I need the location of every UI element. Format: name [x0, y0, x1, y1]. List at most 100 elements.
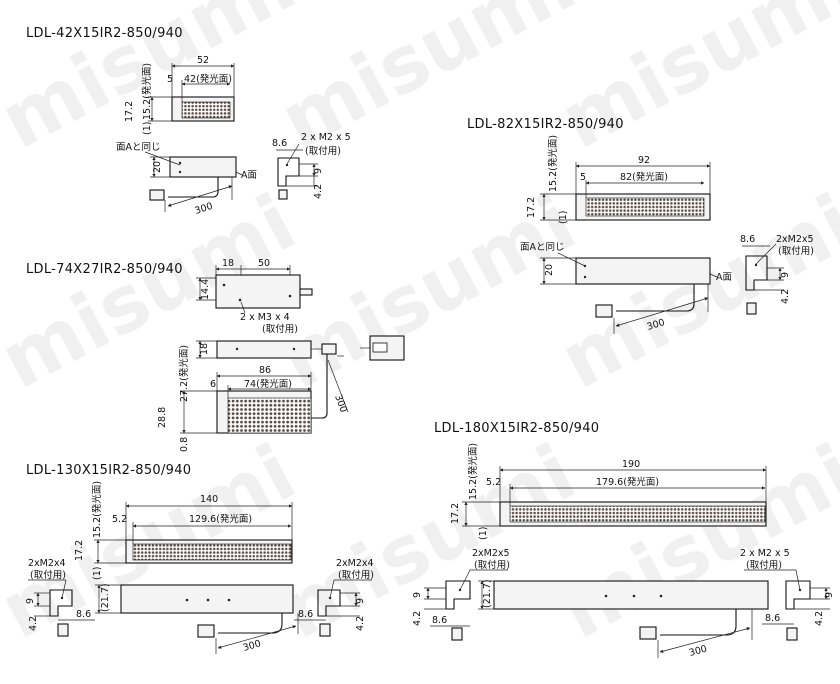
connector	[197, 624, 215, 638]
label-face-a: A面	[716, 272, 732, 283]
connector	[595, 304, 613, 318]
side-connector	[278, 189, 288, 200]
model-title: LDL-74X27IR2-850/940	[26, 262, 183, 277]
label-screw: 2xM2x4	[28, 558, 66, 569]
side-bracket	[745, 255, 768, 291]
dim-side-base: 4.2	[355, 616, 366, 631]
dim-side-height: 9	[780, 272, 791, 278]
dim-side-base: 4.2	[814, 611, 825, 626]
dim-offset: 5.2	[486, 477, 501, 488]
light-body-side	[216, 340, 312, 359]
label-mount: (取付用)	[338, 570, 374, 581]
model-180-drawing: LDL-180X15IR2-850/940 190 5.2 179.6(発光面)…	[412, 421, 835, 659]
dim-depth: 18	[199, 343, 210, 355]
model-130-drawing: LDL-130X15IR2-850/940 140 5.2 129.6(発光面)…	[25, 463, 374, 654]
dim-depth: (21.7)	[100, 583, 111, 612]
dim-side-base: 4.2	[780, 289, 791, 304]
label-screw: 2xM2x4	[336, 558, 374, 569]
cable-stub	[299, 288, 313, 296]
watermark-text: misumi	[267, 428, 590, 657]
label-same-face: 面Aと同じ	[520, 242, 565, 253]
watermark-text: misumi	[267, 178, 590, 407]
label-screw: 2xM2x5	[472, 548, 510, 559]
dim-emit: 42(発光面)	[184, 73, 232, 85]
label-screw: 2 x M2 x 5	[740, 548, 790, 559]
model-title: LDL-42X15IR2-850/940	[26, 26, 183, 41]
dim-base: 0.8	[179, 437, 190, 452]
led-emitting-area	[181, 101, 231, 119]
cable-path	[168, 177, 219, 198]
dim-cable: 300	[646, 317, 667, 333]
led-emitting-area	[509, 505, 766, 523]
dim-base: (1)	[558, 211, 569, 224]
side-bracket	[277, 157, 300, 187]
connector	[639, 626, 657, 640]
dim-height: 17.2	[450, 503, 461, 524]
dim-cable: 300	[688, 644, 708, 659]
model-82-drawing: LDL-82X15IR2-850/940 92 5 82(発光面) 17.2 1…	[467, 117, 814, 334]
model-title: LDL-82X15IR2-850/940	[467, 117, 624, 132]
connector	[321, 343, 337, 355]
dim-cable: 300	[194, 201, 215, 217]
model-title: LDL-130X15IR2-850/940	[26, 463, 191, 478]
dim-side-base: 4.2	[313, 184, 324, 199]
side-bracket-right	[785, 580, 811, 610]
dim-side-width: 8.6	[432, 615, 447, 626]
dim-offset: 5.2	[112, 514, 127, 525]
dim-side-width: 8.6	[740, 234, 755, 245]
label-same-face: 面Aと同じ	[116, 142, 161, 153]
led-emitting-area	[585, 197, 705, 217]
dim-height: 17.2	[124, 101, 135, 122]
dim-side-width: 8.6	[272, 138, 287, 149]
cable-path	[311, 354, 328, 419]
watermark-text: misumi	[547, 428, 840, 657]
connector	[149, 189, 165, 201]
dim-offset: 6	[210, 379, 216, 390]
dim-overall: 92	[638, 155, 650, 166]
label-face-a: A面	[241, 170, 257, 181]
dim-emit: 74(発光面)	[244, 378, 292, 390]
dim-emit: 129.6(発光面)	[189, 513, 252, 525]
light-body-top	[120, 584, 294, 614]
dim-emit: 179.6(発光面)	[596, 476, 659, 488]
dim-emit-height: 15.2(発光面)	[141, 63, 153, 120]
dim-depth: (21.7)	[482, 579, 493, 608]
label-mount: (取付用)	[778, 246, 814, 257]
side-connector-right	[319, 623, 331, 637]
side-connector-left	[57, 623, 69, 637]
dim-side-height: 9	[25, 598, 36, 604]
dim-side-width: 8.6	[76, 609, 91, 620]
dim-overall: 190	[622, 459, 640, 470]
dim-side-width: 8.6	[765, 613, 780, 624]
dim-depth: 20	[544, 264, 555, 276]
light-body-top	[169, 156, 237, 178]
dim-emit-height: 15.2(発光面)	[467, 443, 479, 500]
dim-cable: 300	[332, 393, 349, 414]
light-body-top	[493, 580, 769, 610]
dim-overall: 86	[259, 365, 271, 376]
side-bracket-right	[317, 589, 341, 617]
dim-base: (1)	[478, 527, 489, 540]
led-emitting-area	[227, 397, 312, 434]
label-mount: (取付用)	[262, 324, 298, 335]
label-mount: (取付用)	[305, 146, 341, 157]
dim-side-height: 9	[824, 592, 835, 598]
dim-top-h: 14.4	[200, 279, 211, 300]
dim-height: 17.2	[74, 540, 85, 561]
side-connector-left	[451, 627, 463, 641]
dim-emit-height: 15.2(発光面)	[91, 481, 103, 538]
dim-emit-height: 15.2(発光面)	[547, 135, 559, 192]
dim-side-height: 9	[355, 598, 366, 604]
label-mount: (取付用)	[746, 560, 782, 571]
label-mount: (取付用)	[474, 560, 510, 571]
model-title: LDL-180X15IR2-850/940	[434, 421, 599, 436]
dim-base: (1)	[92, 567, 103, 580]
side-bracket-left	[445, 580, 471, 610]
dim-overall: 140	[200, 494, 218, 505]
dim-side-height: 9	[412, 592, 423, 598]
cable-path	[218, 613, 283, 634]
dim-top-b: 50	[258, 258, 270, 269]
light-body-top	[575, 257, 711, 285]
dim-height: 17.2	[526, 197, 537, 218]
